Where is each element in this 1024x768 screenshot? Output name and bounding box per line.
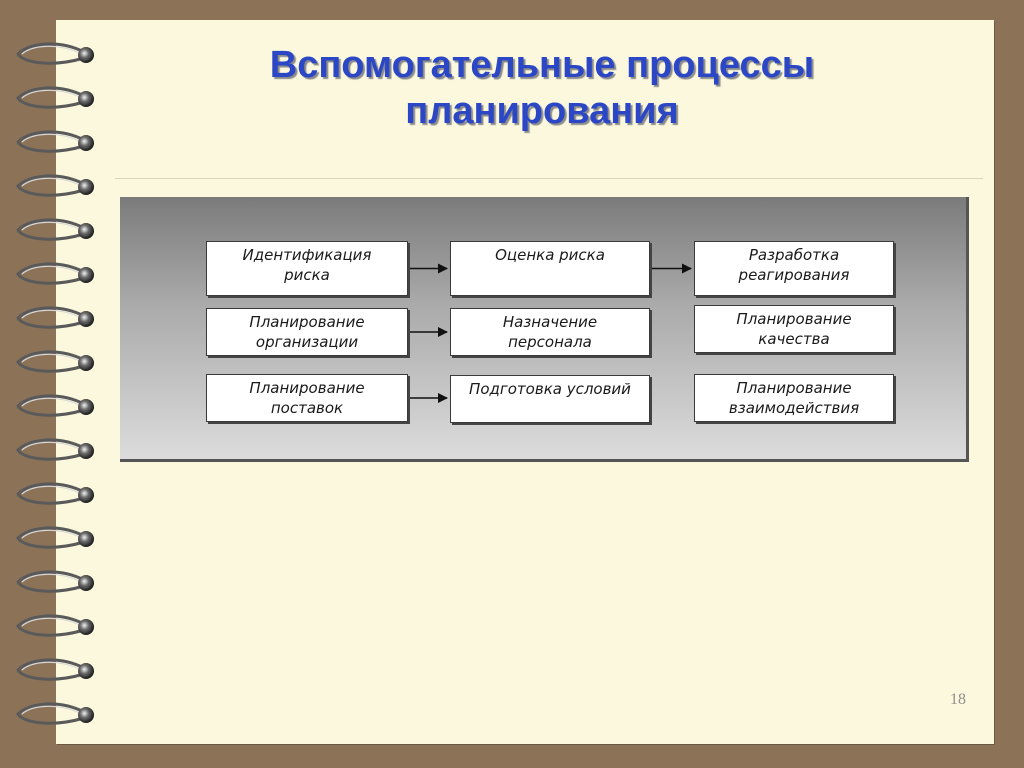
title-line-1: Вспомогательные процессы [269, 44, 815, 86]
binding-hole [78, 619, 94, 635]
binding-ring [16, 306, 85, 329]
binding-ring-highlight [21, 177, 81, 187]
binding-ring-highlight [21, 265, 81, 275]
binding-hole [78, 663, 94, 679]
binding-ring [16, 130, 85, 153]
box-quality-planning: Планирование качества [694, 305, 894, 353]
binding-ring-highlight [21, 529, 81, 539]
box-interaction-planning: Планирование взаимодействия [694, 374, 894, 422]
binding-ring-highlight [21, 397, 81, 407]
binding-ring-highlight [21, 661, 81, 671]
binding-ring-highlight [21, 485, 81, 495]
box-label: Подготовка условий [469, 380, 631, 398]
binding-hole [78, 355, 94, 371]
slide-number: 18 [950, 691, 966, 708]
binding-ring [16, 570, 85, 593]
box-conditions-preparation: Подготовка условий [450, 375, 650, 423]
process-diagram-panel: Идентификация риска Оценка риска Разрабо… [120, 197, 969, 462]
binding-ring [16, 526, 85, 549]
binding-ring [16, 702, 85, 725]
binding-ring-highlight [21, 89, 81, 99]
binding-ring [16, 350, 85, 373]
binding-ring-highlight [21, 705, 81, 715]
binding-ring [16, 614, 85, 637]
binding-hole [78, 91, 94, 107]
binding-ring-highlight [21, 221, 81, 231]
binding-ring [16, 482, 85, 505]
binding-ring-highlight [21, 353, 81, 363]
binding-ring-highlight [21, 573, 81, 583]
binding-hole [78, 575, 94, 591]
box-response-development: Разработка реагирования [694, 241, 894, 296]
binding-hole [78, 47, 94, 63]
binding-ring [16, 174, 85, 197]
binding-hole [78, 707, 94, 723]
box-label: Идентификация риска [242, 246, 372, 284]
spiral-binding [16, 42, 94, 725]
box-label: Планирование организации [249, 313, 365, 351]
binding-hole [78, 443, 94, 459]
slide-title: Вспомогательные процессы планирования [120, 42, 964, 134]
box-label: Планирование взаимодействия [728, 379, 860, 417]
binding-ring-highlight [21, 441, 81, 451]
box-staff-assignment: Назначение персонала [450, 308, 650, 356]
title-line-2: планирования [405, 90, 679, 132]
binding-hole [78, 179, 94, 195]
binding-ring [16, 394, 85, 417]
box-risk-assessment: Оценка риска [450, 241, 650, 296]
binding-hole [78, 487, 94, 503]
binding-hole [78, 267, 94, 283]
binding-hole [78, 399, 94, 415]
binding-hole [78, 223, 94, 239]
box-label: Разработка реагирования [738, 246, 850, 284]
box-risk-identification: Идентификация риска [206, 241, 408, 296]
binding-ring-highlight [21, 133, 81, 143]
binding-ring [16, 438, 85, 461]
binding-hole [78, 531, 94, 547]
box-procurement-planning: Планирование поставок [206, 374, 408, 422]
binding-ring [16, 86, 85, 109]
binding-ring-highlight [21, 309, 81, 319]
box-organization-planning: Планирование организации [206, 308, 408, 356]
box-label: Планирование поставок [249, 379, 365, 417]
binding-hole [78, 135, 94, 151]
box-label: Назначение персонала [502, 313, 598, 351]
box-label: Оценка риска [495, 246, 605, 264]
binding-ring-highlight [21, 45, 81, 55]
title-divider [115, 178, 983, 179]
diagram-arrows [410, 263, 692, 403]
binding-hole [78, 311, 94, 327]
binding-ring [16, 658, 85, 681]
binding-ring [16, 218, 85, 241]
binding-ring-highlight [21, 617, 81, 627]
binding-ring [16, 42, 85, 65]
box-label: Планирование качества [736, 310, 852, 348]
binding-ring [16, 262, 85, 285]
